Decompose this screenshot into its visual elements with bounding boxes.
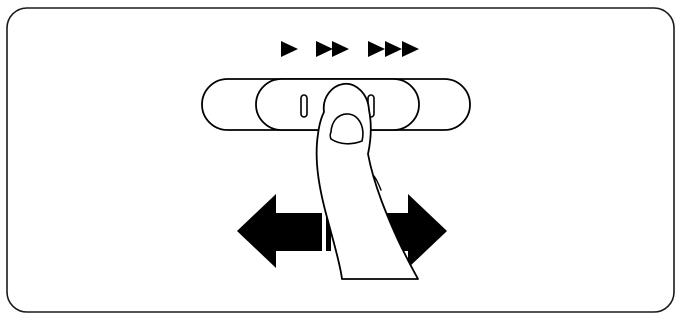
knob-grip-left [301, 95, 307, 117]
